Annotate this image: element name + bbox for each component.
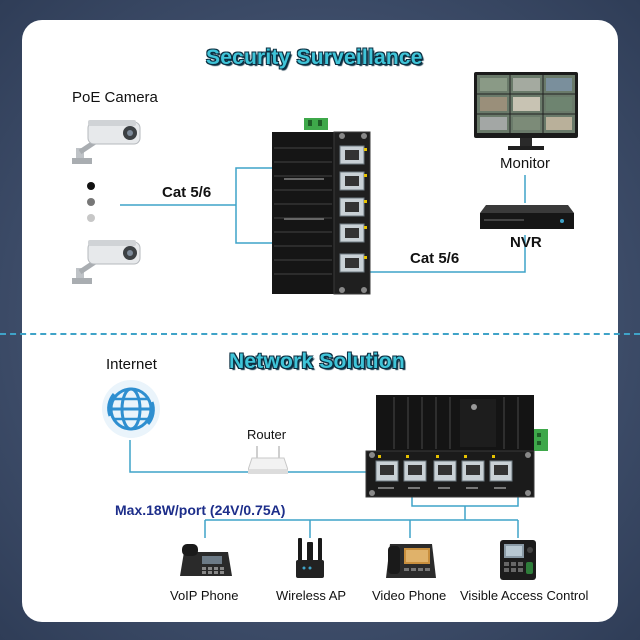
internet-link-line	[129, 440, 255, 473]
more-dots-icon	[87, 182, 95, 222]
device-label-access-control: Visible Access Control	[460, 588, 589, 603]
internet-label: Internet	[106, 356, 157, 373]
cat-cable-right-label: Cat 5/6	[410, 250, 460, 267]
device-label-video-phone: Video Phone	[372, 588, 447, 603]
poe-camera-label: PoE Camera	[72, 89, 158, 106]
internet-globe-icon	[102, 380, 160, 438]
bottom-section-title: Network Solution	[229, 350, 405, 373]
poe-camera-icon	[72, 120, 141, 164]
nvr-link-line	[370, 235, 526, 273]
nvr-icon	[480, 205, 574, 229]
video-phone-icon	[386, 544, 436, 578]
top-section-title: Security Surveillance	[206, 46, 423, 69]
wireless-ap-icon	[296, 538, 324, 578]
power-spec-label: Max.18W/port (24V/0.75A)	[115, 502, 286, 518]
monitor-icon	[474, 72, 578, 150]
poe-switch-horizontal-icon	[365, 395, 548, 498]
device-label-wireless-ap: Wireless AP	[276, 588, 347, 603]
desk-phone-icon	[180, 544, 232, 576]
nvr-label: NVR	[510, 234, 542, 251]
access-control-icon	[500, 540, 536, 580]
poe-camera-icon	[72, 240, 141, 284]
section-divider	[0, 333, 640, 335]
device-label-voip: VoIP Phone	[170, 588, 239, 603]
cat-cable-left-label: Cat 5/6	[162, 184, 212, 201]
router-icon	[248, 446, 288, 474]
poe-switch-vertical-icon	[272, 118, 371, 295]
monitor-label: Monitor	[500, 155, 551, 172]
router-label: Router	[247, 427, 287, 442]
